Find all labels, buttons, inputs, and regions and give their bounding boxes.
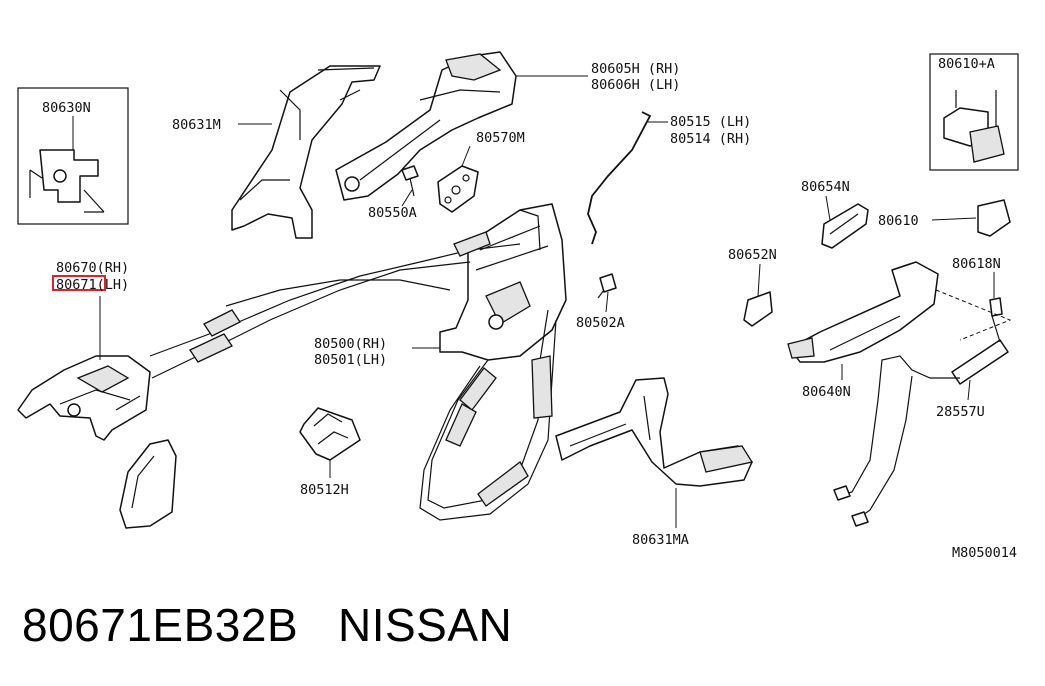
label-80671: 80671(LH) [56, 277, 129, 293]
label-80502A: 80502A [576, 315, 625, 331]
label-80631MA: 80631MA [632, 532, 689, 548]
label-80652N: 80652N [728, 247, 777, 263]
label-80654N: 80654N [801, 179, 850, 195]
caption: 80671EB32B NISSAN [22, 598, 512, 652]
reference-code: M8050014 [952, 545, 1017, 561]
label-80605H: 80605H (RH) [591, 61, 680, 77]
caption-brand: NISSAN [337, 599, 513, 651]
part-80515-80514-rod [587, 111, 652, 245]
label-80512H: 80512H [300, 482, 349, 498]
parts-diagram: 80630N 80631M 80605H (RH) 80606H (LH) 80… [17, 51, 1019, 561]
label-80670: 80670(RH) [56, 260, 129, 276]
label-80630N: 80630N [42, 100, 91, 116]
part-80618N [935, 289, 1012, 341]
highlight-80671 [52, 275, 106, 291]
control-cables [149, 231, 521, 379]
part-80652N [743, 291, 773, 327]
caption-part-number: 80671EB32B [22, 599, 299, 651]
part-80550A [401, 165, 419, 197]
label-80640N: 80640N [802, 384, 851, 400]
part-80640N [787, 261, 939, 363]
part-80500-80501 [439, 203, 567, 361]
label-80606H: 80606H (LH) [591, 77, 680, 93]
part-80512H [299, 407, 361, 461]
loop-cable [419, 309, 557, 521]
label-80550A: 80550A [368, 205, 417, 221]
label-80618N: 80618N [952, 256, 1001, 272]
label-80500: 80500(RH) [314, 336, 387, 352]
label-80570M: 80570M [476, 130, 525, 146]
part-80631MA [555, 377, 754, 487]
label-80514: 80514 (RH) [670, 131, 751, 147]
part-80670-80671 [17, 355, 151, 441]
part-80502A [597, 273, 617, 299]
part-80570M [437, 165, 479, 213]
label-80610: 80610 [878, 213, 919, 229]
part-80610 [977, 199, 1011, 237]
part-28557U [833, 315, 1009, 527]
label-80610A: 80610+A [938, 56, 995, 72]
part-80631M [231, 65, 381, 239]
label-80515: 80515 (LH) [670, 114, 751, 130]
label-80631M: 80631M [172, 117, 221, 133]
label-28557U: 28557U [936, 404, 985, 420]
part-handle-escutcheon [119, 439, 177, 529]
part-80654N [821, 203, 869, 249]
label-80501: 80501(LH) [314, 352, 387, 368]
part-80605H-80606H [335, 51, 517, 201]
part-80630N-box [17, 87, 129, 225]
part-80610A-box [929, 53, 1019, 171]
